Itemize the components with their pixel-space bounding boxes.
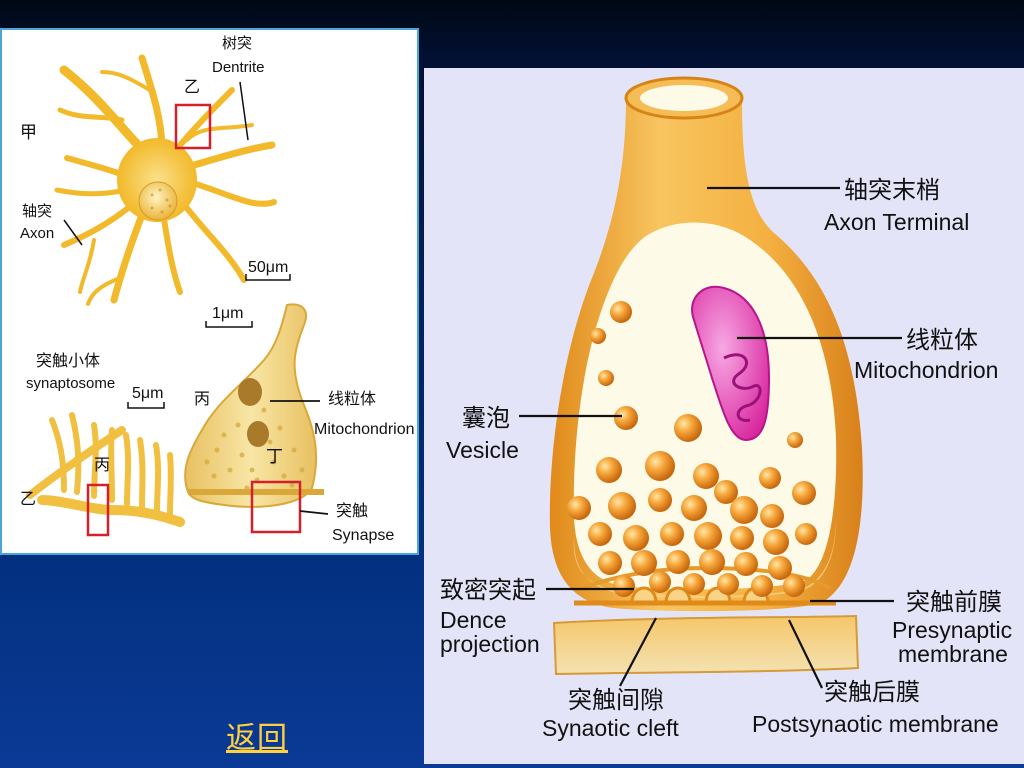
scale-bar-5 bbox=[127, 402, 165, 409]
dendrite-pointer bbox=[239, 81, 249, 141]
label-ding: 丁 bbox=[266, 447, 283, 466]
axon-terminal-zh: 轴突末梢 bbox=[844, 177, 940, 204]
pre-en2: membrane bbox=[898, 641, 1008, 667]
nucleus bbox=[138, 181, 178, 221]
mito-en-left: Mitochondrion bbox=[314, 421, 415, 438]
cleft-en: Synaotic cleft bbox=[542, 715, 679, 741]
scale-bar-1 bbox=[205, 321, 253, 328]
scale-5um: 5μm bbox=[132, 385, 163, 402]
label-yi-top: 乙 bbox=[184, 79, 200, 96]
dendrite-en: Dentrite bbox=[212, 59, 265, 76]
pre-en1: Presynaptic bbox=[892, 617, 1012, 643]
zoom-box-yi-top bbox=[174, 103, 212, 150]
synapse-zh: 突触 bbox=[336, 502, 368, 520]
pointer-lines bbox=[519, 186, 902, 689]
mito-en-right: Mitochondrion bbox=[854, 357, 998, 383]
synaptic-vesicles bbox=[567, 301, 817, 597]
dendrite-zh: 树突 bbox=[222, 35, 252, 52]
synapse-en: Synapse bbox=[332, 527, 394, 544]
label-yi-low: 乙 bbox=[20, 491, 36, 508]
scale-1um: 1μm bbox=[212, 305, 243, 322]
axon-pointer bbox=[63, 219, 83, 246]
zoom-box-bing bbox=[86, 483, 110, 537]
dence-en1: Dence bbox=[440, 607, 506, 633]
mitochondrion-left-2 bbox=[247, 421, 269, 447]
mito-zh-right: 线粒体 bbox=[906, 327, 978, 354]
neuron-overview-diagram: 甲 乙 树突 Dentrite 轴突 Axon 50μm 1μm bbox=[20, 35, 415, 544]
vesicle-zh: 囊泡 bbox=[462, 405, 510, 432]
label-bing-mid: 丙 bbox=[194, 391, 210, 408]
dence-en2: projection bbox=[440, 631, 540, 657]
mitochondrion bbox=[691, 285, 771, 442]
axon-en: Axon bbox=[20, 225, 54, 242]
synaptosome-en: synaptosome bbox=[26, 375, 115, 392]
post-zh: 突触后膜 bbox=[824, 679, 920, 706]
mito-zh-left: 线粒体 bbox=[328, 390, 376, 408]
synapse-pointer bbox=[299, 510, 329, 515]
zoom-box-ding bbox=[250, 480, 302, 534]
axon-terminal-panel: 轴突末梢 Axon Terminal 线粒体 Mitochondrion 囊泡 … bbox=[424, 68, 1024, 764]
neuron-overview-panel: 甲 乙 树突 Dentrite 轴突 Axon 50μm 1μm bbox=[0, 28, 419, 555]
terminal-interior bbox=[573, 222, 837, 590]
back-link[interactable]: 返回 bbox=[226, 721, 288, 756]
synaptosome-zh: 突触小体 bbox=[36, 352, 100, 370]
postsynaptic-membrane bbox=[552, 614, 860, 676]
axon-terminal-en: Axon Terminal bbox=[824, 209, 969, 235]
scale-bar-50 bbox=[245, 274, 291, 281]
cleft-zh: 突触间隙 bbox=[568, 687, 664, 714]
dence-zh: 致密突起 bbox=[440, 577, 536, 604]
post-en: Postsynaotic membrane bbox=[752, 711, 999, 737]
axon-terminal-diagram: 轴突末梢 Axon Terminal 线粒体 Mitochondrion 囊泡 … bbox=[440, 76, 1012, 741]
vesicle-en: Vesicle bbox=[446, 437, 519, 463]
synaptosome-drawing bbox=[26, 412, 185, 527]
label-bing-low: 丙 bbox=[94, 457, 110, 474]
label-jia: 甲 bbox=[20, 123, 37, 142]
pre-zh: 突触前膜 bbox=[906, 589, 1002, 616]
synaptic-terminal-drawing bbox=[184, 303, 324, 508]
mitochondrion-left bbox=[238, 378, 262, 406]
axon-zh: 轴突 bbox=[22, 203, 52, 220]
scale-50um: 50μm bbox=[248, 259, 288, 276]
